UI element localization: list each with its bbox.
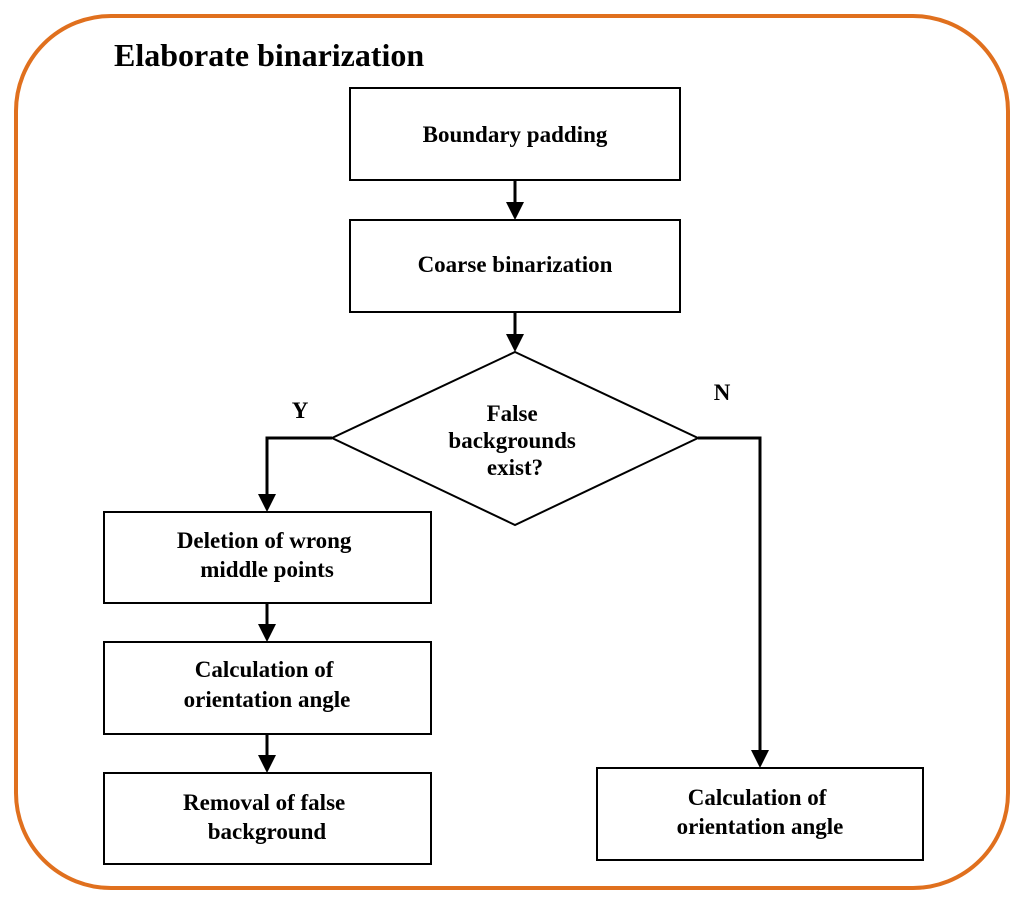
edge-decision-no-arrowhead <box>751 750 769 768</box>
node-calc-angle-right-box <box>596 767 924 861</box>
connectors <box>258 180 769 773</box>
node-boundary-padding: Boundary padding <box>349 87 681 181</box>
node-removal-false-background: Removal of false background <box>103 772 432 865</box>
node-label-line: Calculation of <box>195 657 334 682</box>
edge-padding-to-coarse-arrowhead <box>506 202 524 220</box>
node-label-line: Boundary padding <box>423 122 608 147</box>
edge-deletion-to-calc-arrowhead <box>258 624 276 642</box>
node-label-line: middle points <box>200 557 334 582</box>
node-label-line: orientation angle <box>677 814 844 839</box>
node-deletion-wrong-points: Deletion of wrong middle points <box>103 511 432 604</box>
branch-label-no: N <box>714 380 731 405</box>
decision-label-line: backgrounds <box>448 428 575 453</box>
decision-label-line: False <box>487 401 538 426</box>
decision-label: False backgrounds exist? <box>448 401 581 480</box>
node-calc-angle-left-box <box>103 641 432 735</box>
node-label-line: background <box>208 819 327 844</box>
node-label-line: Calculation of <box>688 785 827 810</box>
edge-decision-no <box>698 436 762 752</box>
node-coarse-binarization-label: Coarse binarization <box>418 252 613 277</box>
node-calc-angle-left-label: Calculation of orientation angle <box>184 657 351 712</box>
node-label-line: orientation angle <box>184 687 351 712</box>
node-coarse-binarization: Coarse binarization <box>349 219 681 313</box>
node-calc-angle-right-label: Calculation of orientation angle <box>677 785 844 839</box>
node-label-line: Removal of false <box>183 790 345 815</box>
node-calc-angle-right: Calculation of orientation angle <box>596 767 924 861</box>
diagram-title: Elaborate binarization <box>114 37 424 73</box>
node-boundary-padding-label: Boundary padding <box>423 122 608 147</box>
node-deletion-wrong-points-box <box>103 511 432 604</box>
node-label-line: Coarse binarization <box>418 252 613 277</box>
node-boundary-padding-box <box>349 87 681 181</box>
decision-diamond <box>329 350 701 527</box>
edge-decision-yes <box>265 436 332 496</box>
node-calc-angle-left: Calculation of orientation angle <box>103 641 432 735</box>
node-decision: False backgrounds exist? <box>329 350 701 527</box>
edge-calc-to-removal-arrowhead <box>258 755 276 773</box>
decision-label-line: exist? <box>487 455 543 480</box>
node-removal-false-background-label: Removal of false background <box>183 790 351 844</box>
node-removal-false-background-box <box>103 772 432 865</box>
branch-label-yes: Y <box>292 398 309 423</box>
node-coarse-binarization-box <box>349 219 681 313</box>
edge-decision-yes-arrowhead <box>258 494 276 512</box>
node-label-line: Deletion of wrong <box>177 528 352 553</box>
edge-coarse-to-decision-arrowhead <box>506 334 524 352</box>
node-deletion-wrong-points-label: Deletion of wrong middle points <box>177 528 357 582</box>
